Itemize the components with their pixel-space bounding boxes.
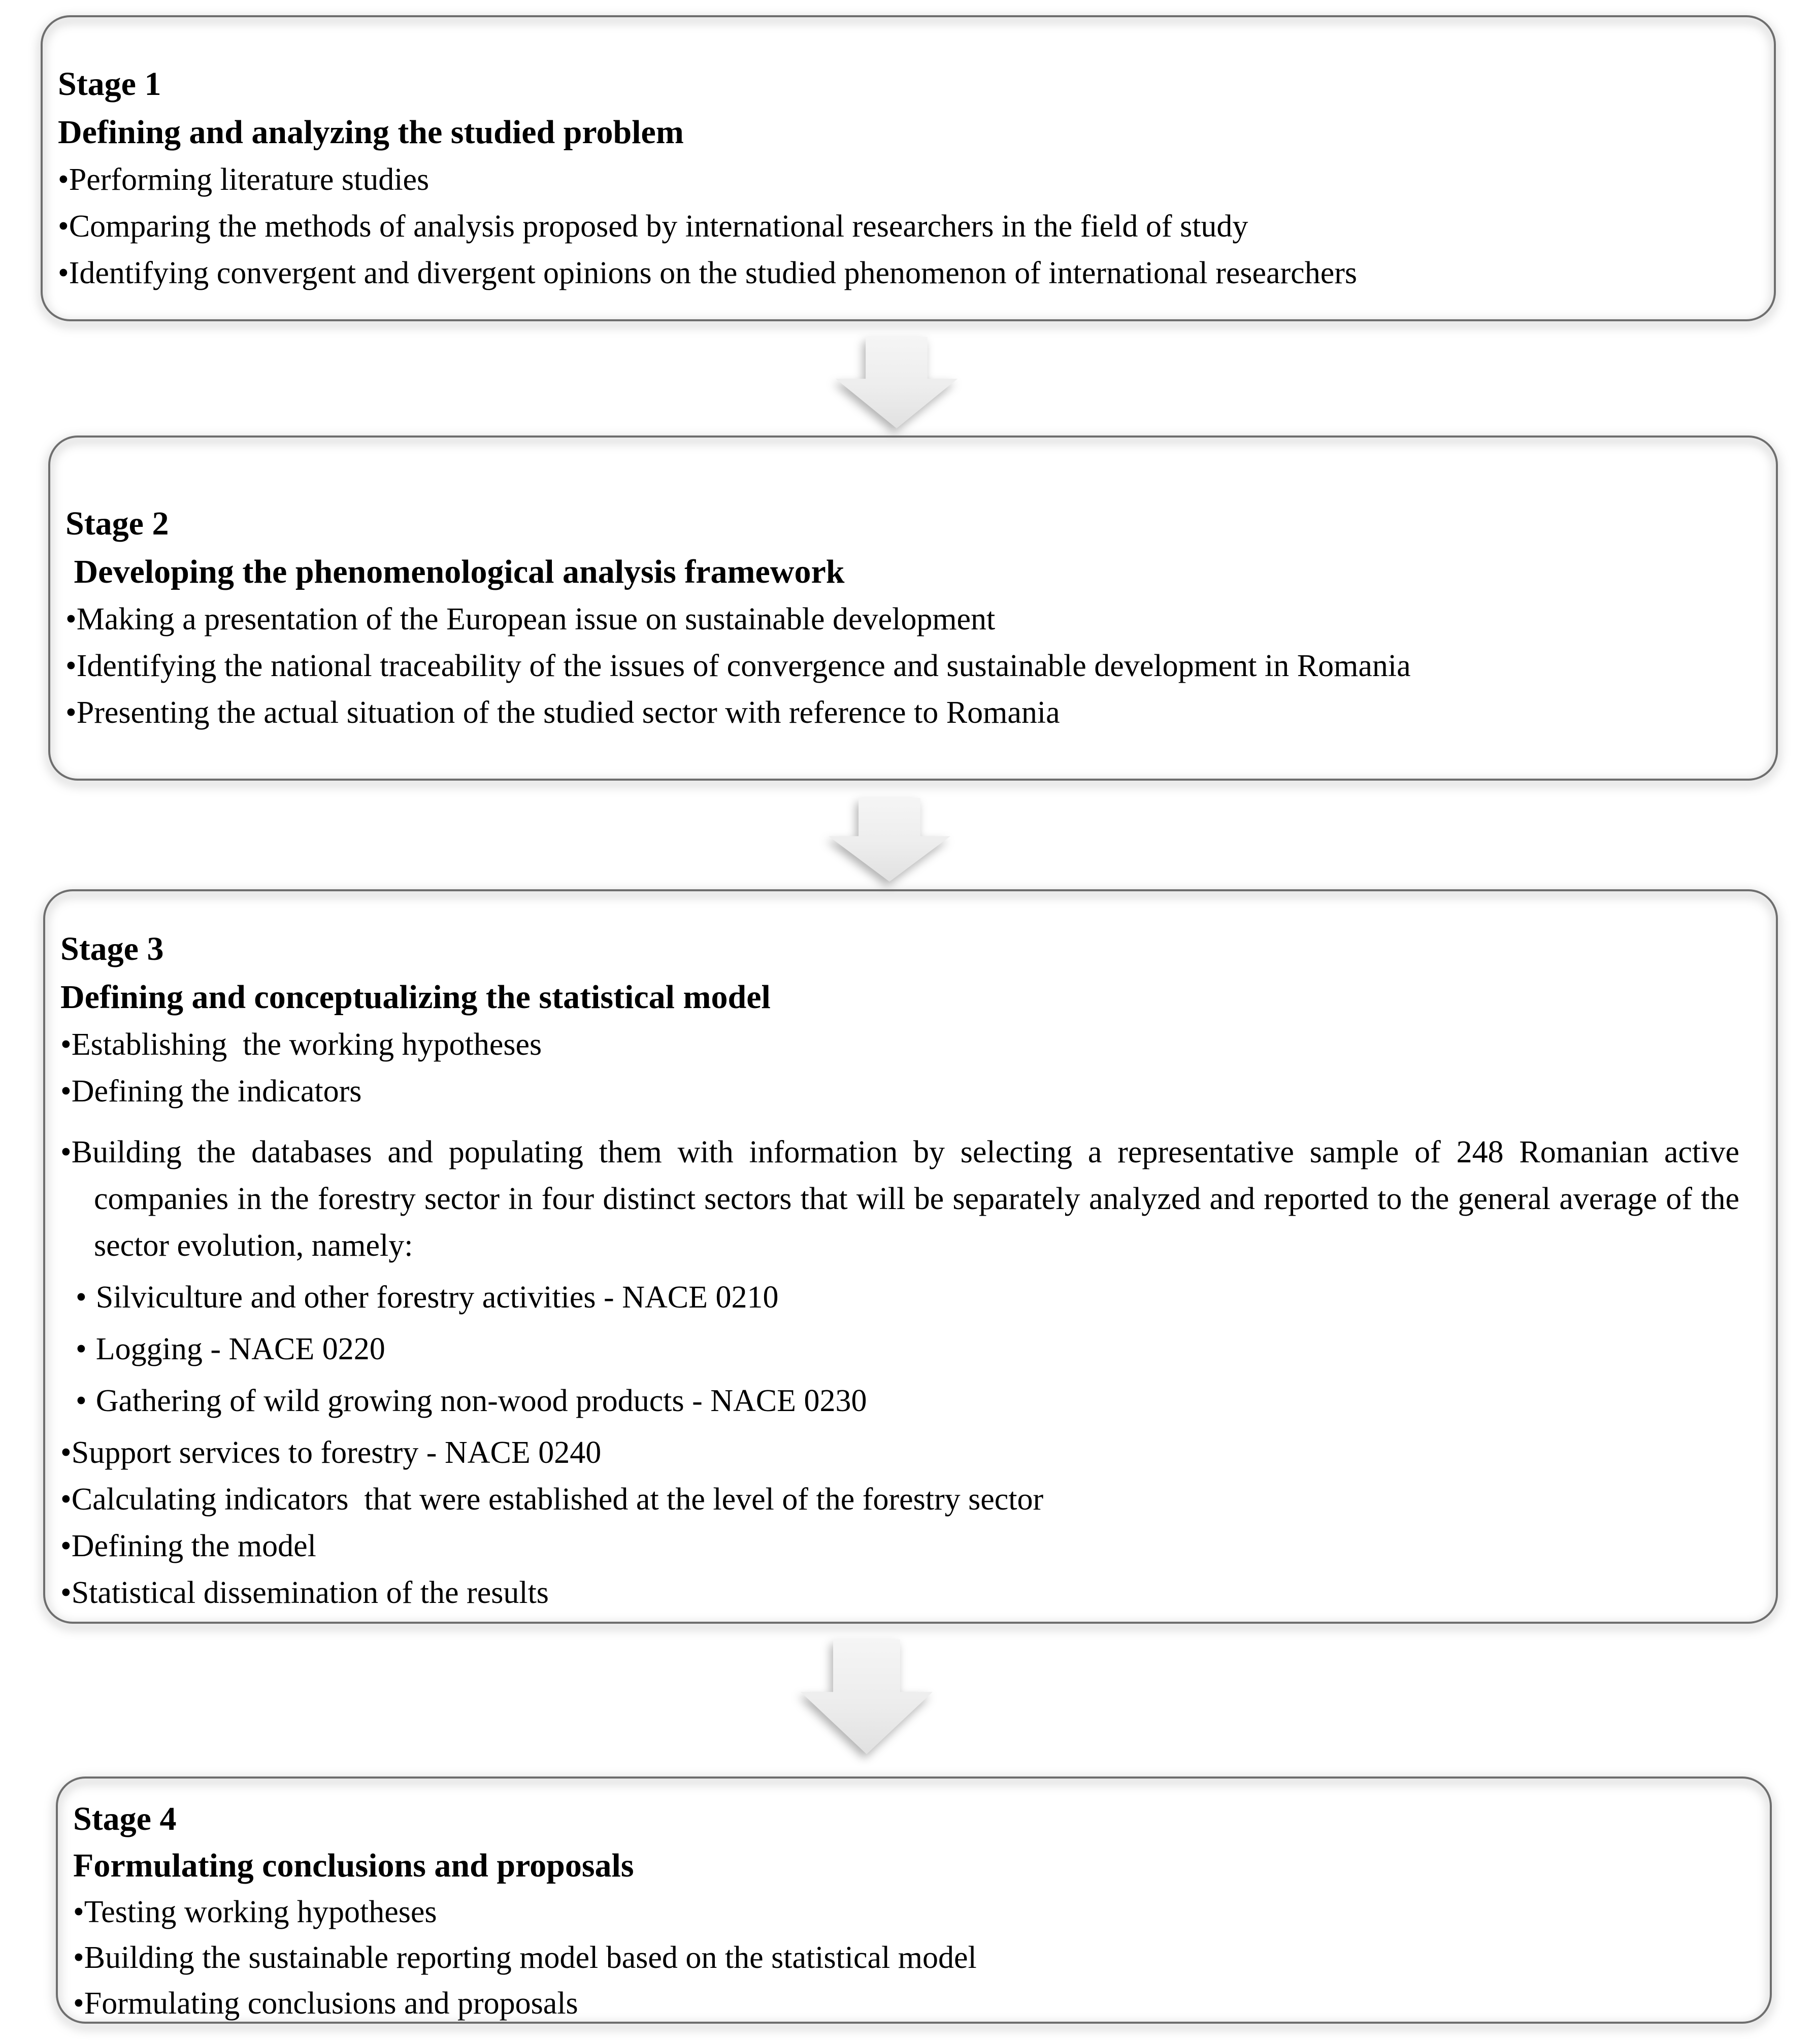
- bullet-icon: •: [58, 162, 69, 197]
- stage-4-title: Stage 4: [73, 1800, 177, 1837]
- stage-4-item: •Formulating conclusions and proposals: [73, 1981, 1732, 2026]
- bullet-icon: •: [60, 1576, 72, 1610]
- stage-4-subtitle: Formulating conclusions and proposals: [73, 1847, 634, 1884]
- stage-3-sub-item: •Gathering of wild growing non-wood prod…: [76, 1378, 1739, 1424]
- bullet-icon: •: [65, 602, 77, 636]
- stage-3-item: •Defining the indicators: [60, 1068, 1739, 1115]
- bullet-icon: •: [73, 1895, 84, 1929]
- bullet-icon: •: [60, 1027, 72, 1062]
- down-arrow-icon: [836, 337, 957, 428]
- bullet-icon: •: [58, 256, 69, 290]
- stage-1-title: Stage 1: [58, 65, 161, 103]
- stage-3-paragraph-text: Building the databases and populating th…: [71, 1135, 1747, 1263]
- stage-1-box: Stage 1 Defining and analyzing the studi…: [41, 15, 1776, 321]
- stage-3-item: •Support services to forestry - NACE 024…: [60, 1429, 1739, 1476]
- stage-3-sub-item-text: Gathering of wild growing non-wood produ…: [95, 1384, 867, 1418]
- bullet-icon: •: [60, 1074, 72, 1109]
- stage-1-item-text: Comparing the methods of analysis propos…: [69, 209, 1248, 244]
- stage-2-item-text: Identifying the national traceability of…: [76, 649, 1411, 683]
- stage-4-item: •Testing working hypotheses: [73, 1889, 1732, 1935]
- stage-3-item-text: Support services to forestry - NACE 0240: [71, 1435, 602, 1470]
- stage-3-sub-item-text: Silviculture and other forestry activiti…: [95, 1280, 779, 1315]
- stage-3-sub-item: •Logging - NACE 0220: [76, 1326, 1739, 1372]
- stage-3-item: •Calculating indicators that were establ…: [60, 1476, 1739, 1523]
- stage-1-item: •Identifying convergent and divergent op…: [58, 250, 1736, 296]
- stage-3-item: •Establishing the working hypotheses: [60, 1021, 1739, 1068]
- stage-3-sub-item: •Silviculture and other forestry activit…: [76, 1274, 1739, 1321]
- stage-1-item: •Performing literature studies: [58, 156, 1736, 203]
- stage-2-frame: [48, 435, 1778, 781]
- stage-2-item: •Identifying the national traceability o…: [65, 643, 1738, 689]
- bullet-icon: •: [60, 1529, 72, 1563]
- bullet-icon: •: [65, 695, 77, 730]
- stage-2-item-text: Presenting the actual situation of the s…: [76, 695, 1060, 730]
- bullet-icon: •: [76, 1280, 87, 1315]
- stage-3-item-text: Statistical dissemination of the results: [71, 1576, 549, 1610]
- stage-3-item-text: Defining the model: [71, 1529, 316, 1563]
- down-arrow-icon: [829, 798, 950, 882]
- stage-1-item-text: Identifying convergent and divergent opi…: [69, 256, 1357, 290]
- stage-2-subtitle: Developing the phenomenological analysis…: [65, 553, 845, 590]
- down-arrow-icon: [801, 1639, 933, 1754]
- stage-3-item-text: Calculating indicators that were establi…: [71, 1482, 1044, 1517]
- stage-2-item: •Making a presentation of the European i…: [65, 596, 1738, 643]
- bullet-icon: •: [73, 1940, 84, 1975]
- bullet-icon: •: [65, 649, 77, 683]
- stage-3-frame: [43, 889, 1778, 1624]
- bullet-icon: •: [73, 1986, 84, 2021]
- stage-3-paragraph: •Building the databases and populating t…: [60, 1129, 1739, 1269]
- stage-3-item-text: Defining the indicators: [71, 1074, 362, 1109]
- stage-4-item-text: Building the sustainable reporting model…: [84, 1940, 977, 1975]
- stage-2-title: Stage 2: [65, 505, 169, 542]
- bullet-icon: •: [60, 1135, 72, 1169]
- stage-3-sub-item-text: Logging - NACE 0220: [95, 1332, 385, 1366]
- stage-4-item-text: Formulating conclusions and proposals: [84, 1986, 578, 2021]
- bullet-icon: •: [76, 1332, 87, 1366]
- stage-3-item: •Statistical dissemination of the result…: [60, 1569, 1739, 1616]
- bullet-icon: •: [60, 1435, 72, 1470]
- stage-1-item-text: Performing literature studies: [69, 162, 430, 197]
- stage-1-item: •Comparing the methods of analysis propo…: [58, 203, 1736, 250]
- stage-3-item-text: Establishing the working hypotheses: [71, 1027, 542, 1062]
- stage-3-title: Stage 3: [60, 930, 164, 967]
- stage-4-item: •Building the sustainable reporting mode…: [73, 1935, 1732, 1981]
- stage-4-box: Stage 4 Formulating conclusions and prop…: [56, 1777, 1772, 2024]
- stage-2-item: •Presenting the actual situation of the …: [65, 689, 1738, 736]
- bullet-icon: •: [60, 1482, 72, 1517]
- stage-2-box: Stage 2 Developing the phenomenological …: [48, 435, 1778, 781]
- bullet-icon: •: [58, 209, 69, 244]
- stage-1-frame: [41, 15, 1776, 321]
- stage-1-subtitle: Defining and analyzing the studied probl…: [58, 114, 684, 151]
- stage-4-item-text: Testing working hypotheses: [84, 1895, 437, 1929]
- stage-3-item: •Defining the model: [60, 1523, 1739, 1569]
- stage-3-box: Stage 3 Defining and conceptualizing the…: [43, 889, 1778, 1624]
- bullet-icon: •: [76, 1384, 87, 1418]
- stage-2-item-text: Making a presentation of the European is…: [76, 602, 996, 636]
- stage-4-frame: [56, 1777, 1772, 2024]
- stage-3-subtitle: Defining and conceptualizing the statist…: [60, 979, 771, 1016]
